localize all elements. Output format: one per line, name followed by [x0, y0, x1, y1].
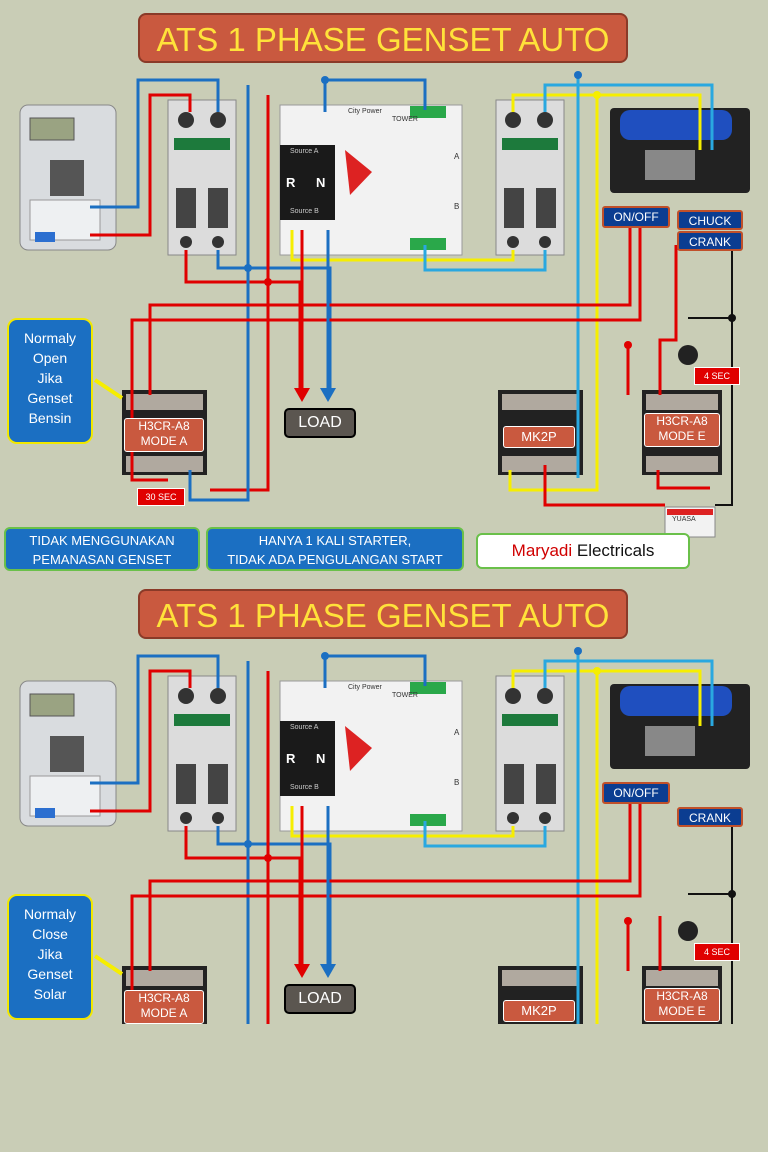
- ats-switch: [279, 104, 463, 256]
- mcb-right: [495, 675, 565, 832]
- ats-b-indicator: B: [454, 202, 460, 211]
- mode-note: Normaly Close Jika Genset Solar: [7, 894, 93, 1020]
- relay-a-label: H3CR-A8 MODE A: [124, 990, 204, 1024]
- relay-e-label: H3CR-A8 MODE E: [644, 413, 720, 447]
- load-label: LOAD: [284, 408, 356, 438]
- on-off-label: ON/OFF: [602, 206, 670, 228]
- ats-b-indicator: B: [454, 778, 460, 787]
- start-button-icon: [678, 921, 698, 941]
- ats-a-indicator: A: [454, 728, 460, 737]
- ats-source-b-label: Source B: [290, 208, 319, 215]
- relay-a-label: H3CR-A8 MODE A: [124, 418, 204, 452]
- ats-n-label: N: [316, 751, 326, 766]
- timer-e-badge: 4 SEC: [694, 943, 740, 961]
- mcb-left: [167, 99, 237, 256]
- note-line: Jika: [37, 946, 63, 962]
- mk2p-label: MK2P: [503, 1000, 575, 1022]
- generator: [610, 684, 750, 769]
- mcb-left: [167, 675, 237, 832]
- note-line: Normaly: [23, 330, 77, 346]
- ats-source-a-label: Source A: [290, 148, 319, 155]
- kwh-meter: [19, 104, 117, 251]
- note-line: Open: [32, 350, 68, 366]
- start-button-icon: [678, 345, 698, 365]
- info-box-no-warmup: TIDAK MENGGUNAKAN PEMANASAN GENSET: [4, 527, 200, 571]
- ats-brand-label: City Power: [348, 108, 382, 115]
- diagram-panel-2: ATS 1 PHASE GENSET AUTO: [0, 576, 768, 1152]
- crank-label: CRANK: [677, 807, 743, 827]
- generator: [610, 108, 750, 193]
- note-line: Bensin: [28, 410, 72, 426]
- ats-switch: [279, 680, 463, 832]
- battery-brand-label: YUASA: [672, 516, 696, 523]
- chuck-label: CHUCK: [677, 210, 743, 230]
- ats-r-label: R: [286, 751, 296, 766]
- timer-a-badge: 30 SEC: [137, 488, 185, 506]
- note-line: Genset: [27, 966, 73, 982]
- timer-e-badge: 4 SEC: [694, 367, 740, 385]
- brand-box: Maryadi Electricals: [476, 533, 690, 569]
- wiring-diagram: [19, 71, 750, 538]
- crank-label: CRANK: [677, 231, 743, 251]
- ats-a-indicator: A: [454, 152, 460, 161]
- load-label: LOAD: [284, 984, 356, 1014]
- brand-suffix: Electricals: [572, 541, 655, 560]
- info-box-single-start: HANYA 1 KALI STARTER, TIDAK ADA PENGULAN…: [206, 527, 464, 571]
- note-line: Normaly: [23, 906, 77, 922]
- note-line: Jika: [37, 370, 63, 386]
- kwh-meter: [19, 680, 117, 827]
- ats-model-label: TOWER: [392, 116, 418, 123]
- ats-n-label: N: [316, 175, 326, 190]
- brand-name: Maryadi: [511, 541, 573, 560]
- diagram-panel-1: ATS 1 PHASE GENSET AUTO: [4, 13, 750, 571]
- ats-source-b-label: Source B: [290, 784, 319, 791]
- battery: [664, 506, 716, 538]
- ats-source-a-label: Source A: [290, 724, 319, 731]
- panel-title: ATS 1 PHASE GENSET AUTO: [138, 589, 628, 639]
- on-off-label: ON/OFF: [602, 782, 670, 804]
- panel-title: ATS 1 PHASE GENSET AUTO: [138, 13, 628, 63]
- relay-e-label: H3CR-A8 MODE E: [644, 988, 720, 1022]
- ats-model-label: TOWER: [392, 692, 418, 699]
- mcb-right: [495, 99, 565, 256]
- ats-brand-label: City Power: [348, 684, 382, 691]
- note-line: Genset: [27, 390, 73, 406]
- note-line: Close: [32, 926, 68, 942]
- ats-r-label: R: [286, 175, 296, 190]
- mk2p-label: MK2P: [503, 426, 575, 448]
- mode-note: Normaly Open Jika Genset Bensin: [7, 318, 93, 444]
- note-line: Solar: [33, 986, 67, 1002]
